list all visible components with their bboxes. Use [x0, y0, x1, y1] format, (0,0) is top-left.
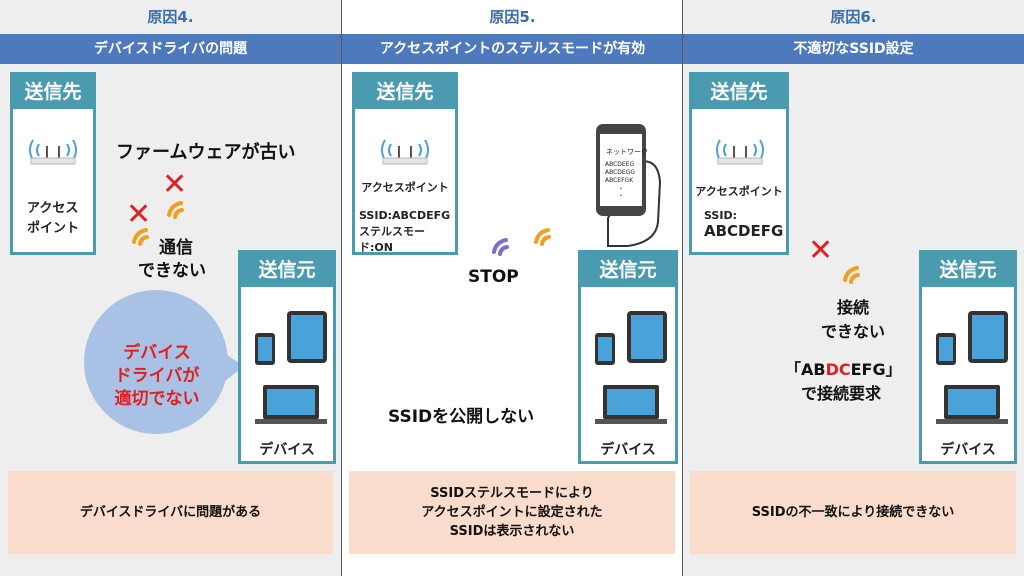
source-label: 送信元: [581, 253, 675, 287]
request-ssid-open: 「AB: [785, 360, 826, 379]
request-ssid-close: EFG」: [850, 360, 902, 379]
ap-label-1: アクセス: [27, 201, 79, 216]
signal-icon: [167, 201, 184, 219]
cause-title: 原因5.: [489, 8, 536, 26]
conn-text-1: 接続: [836, 298, 869, 317]
bubble-text-3: 適切でない: [114, 389, 200, 409]
footer-line-3: SSIDは表示されない: [449, 524, 575, 539]
device-label: デバイス: [259, 442, 315, 458]
signal-icon: [132, 228, 149, 246]
cross-icon: ✕: [808, 233, 834, 268]
panel-header: デバイスドライバの問題: [0, 34, 341, 64]
source-label: 送信元: [241, 253, 333, 287]
ssid-line: SSID:ABCDEFG: [359, 209, 451, 222]
source-box: 送信元 デバイス: [238, 250, 336, 464]
destination-box: 送信先 アクセスポイント SSID: ABCDEFG: [689, 72, 789, 255]
phone-ssid-2: ABCDEGG: [605, 169, 636, 176]
bubble-text-2: ドライバが: [114, 366, 200, 386]
ssid-value: ABCDEFG: [704, 222, 784, 240]
comm-text-1: 通信: [159, 238, 193, 258]
source-box: 送信元 デバイス: [578, 250, 678, 464]
cross-icon: ✕: [162, 167, 188, 202]
footer-note: SSIDの不一致により接続できない: [690, 471, 1016, 554]
footer-line-1: SSIDステルスモードにより: [430, 486, 594, 501]
source-box: 送信元 デバイス: [919, 250, 1017, 464]
panel-cause-4: 原因4. デバイスドライバの問題 送信先 アクセス ポイント ファームウェアが古…: [0, 0, 341, 576]
conn-text-2: できない: [820, 322, 885, 341]
signal-icon: [534, 228, 551, 246]
phone-title: ネットワーク: [606, 148, 648, 156]
phone-ssid-3: ABCEFGK: [605, 177, 634, 184]
stealth-line: ステルスモード:ON: [359, 225, 425, 254]
device-label: デバイス: [600, 442, 656, 458]
panel-cause-6: 原因6. 不適切なSSID設定 送信先 アクセスポイント SSID: ABCDE…: [683, 0, 1024, 576]
devices-icon: [936, 311, 1008, 424]
panel-header: アクセスポイントのステルスモードが有効: [342, 34, 683, 64]
speech-bubble: [84, 290, 244, 434]
firmware-old-text: ファームウェアが古い: [116, 142, 296, 163]
signal-icon: [843, 266, 860, 284]
destination-box: 送信先 アクセスポイント SSID:ABCDEFG ステルスモード:ON: [352, 72, 458, 255]
request-ssid-mismatch: DC: [825, 360, 851, 379]
footer-note: デバイスドライバに問題がある: [8, 471, 333, 554]
bubble-text-1: デバイス: [123, 343, 191, 363]
access-point-icon: [381, 139, 429, 165]
ap-label-2: ポイント: [27, 221, 80, 236]
smartphone-hand-icon: [596, 124, 662, 247]
ap-label: アクセスポイント: [361, 181, 449, 194]
panel-header: 不適切なSSID設定: [683, 34, 1024, 64]
destination-label: 送信先: [692, 75, 786, 109]
comm-text-2: できない: [138, 261, 206, 281]
signal-icon-stopped: [492, 238, 509, 256]
request-text: で接続要求: [801, 384, 882, 403]
access-point-icon: [29, 139, 77, 165]
destination-box: 送信先 アクセス ポイント: [10, 72, 96, 255]
divider: [341, 0, 342, 576]
source-label: 送信元: [922, 253, 1014, 287]
access-point-icon: [716, 139, 764, 165]
cause-title: 原因6.: [830, 8, 877, 26]
destination-label: 送信先: [13, 75, 93, 109]
device-label: デバイス: [940, 442, 996, 458]
ssid-hidden-text: SSIDを公開しない: [388, 407, 535, 427]
footer-note: SSIDステルスモードにより アクセスポイントに設定された SSIDは表示されな…: [349, 471, 675, 554]
request-ssid-text: 「ABDCEFG」: [785, 356, 902, 380]
divider: [682, 0, 683, 576]
cross-icon: ✕: [126, 197, 152, 232]
ssid-label: SSID:: [704, 209, 737, 222]
stop-text: STOP: [468, 267, 519, 287]
phone-ssid-1: ABCDEEG: [605, 161, 635, 168]
ap-label: アクセスポイント: [695, 185, 783, 198]
cause-title: 原因4.: [147, 8, 194, 26]
footer-line-2: アクセスポイントに設定された: [421, 505, 603, 520]
panel-cause-5: 原因5. アクセスポイントのステルスモードが有効 送信先 アクセスポイント SS…: [342, 0, 683, 576]
devices-icon: [595, 311, 667, 424]
phone-dot: ・: [618, 186, 625, 193]
phone-dot: ・: [618, 193, 625, 200]
destination-label: 送信先: [355, 75, 455, 109]
devices-icon: [255, 311, 327, 424]
